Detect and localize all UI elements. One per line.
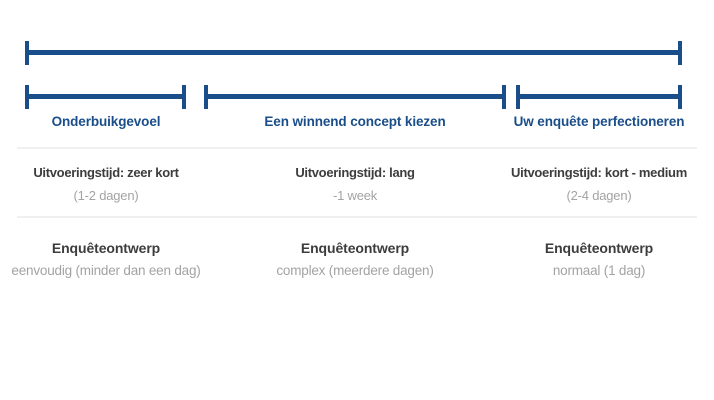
phase-3-label: Uw enquête perfectioneren bbox=[513, 114, 685, 129]
bracket-right-tick bbox=[502, 85, 506, 109]
phase-1-bracket bbox=[25, 85, 186, 109]
bracket-right-tick bbox=[182, 85, 186, 109]
phase-2-execution-duration: -1 week bbox=[332, 188, 378, 203]
bracket-right-tick bbox=[678, 85, 682, 109]
phase-3-bracket bbox=[516, 85, 682, 109]
bracket-bar bbox=[517, 94, 681, 99]
bracket-bar bbox=[26, 50, 681, 55]
bracket-bar bbox=[26, 94, 185, 99]
overall-duration-bracket bbox=[25, 41, 682, 65]
phase-1-execution-duration: (1-2 dagen) bbox=[73, 188, 139, 203]
phase-2-execution-time: Uitvoeringstijd: lang bbox=[295, 165, 415, 180]
phase-3-design-title: Enquêteontwerp bbox=[544, 240, 654, 256]
phase-2-label: Een winnend concept kiezen bbox=[264, 114, 446, 129]
phase-2-design-detail: complex (meerdere dagen) bbox=[276, 263, 434, 278]
phase-1-design-title: Enquêteontwerp bbox=[51, 240, 161, 256]
phase-3-execution-duration: (2-4 dagen) bbox=[566, 188, 632, 203]
phase-1-label: Onderbuikgevoel bbox=[51, 114, 161, 129]
phase-3-execution-time: Uitvoeringstijd: kort - medium bbox=[511, 165, 687, 180]
phase-2-bracket bbox=[204, 85, 506, 109]
phase-1-execution-time: Uitvoeringstijd: zeer kort bbox=[33, 165, 179, 180]
phase-1-design-detail: eenvoudig (minder dan een dag) bbox=[11, 263, 201, 278]
phase-3-design-detail: normaal (1 dag) bbox=[552, 263, 646, 278]
bracket-right-tick bbox=[678, 41, 682, 65]
phase-2-design-title: Enquêteontwerp bbox=[300, 240, 410, 256]
divider-line bbox=[17, 147, 697, 149]
bracket-bar bbox=[205, 94, 505, 99]
divider-line bbox=[17, 216, 697, 218]
